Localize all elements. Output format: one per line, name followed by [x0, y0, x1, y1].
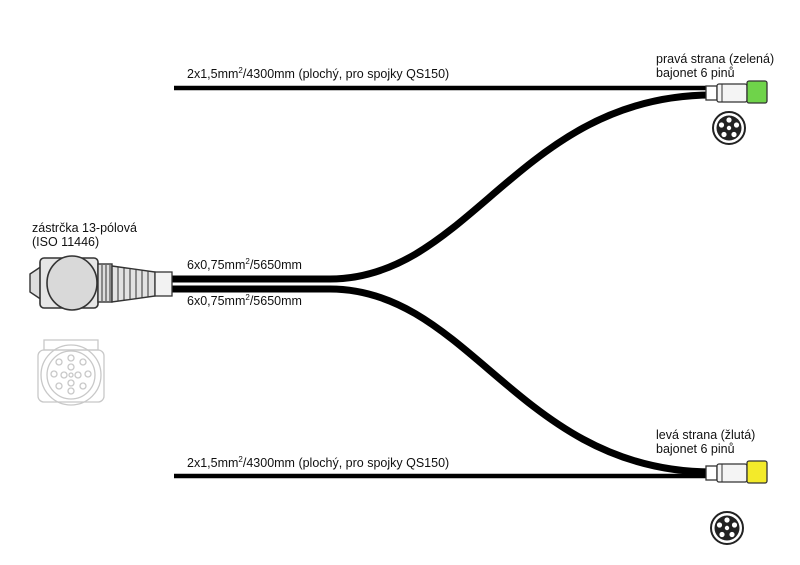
upper-main-cable-label: 6x0,75mm2/5650mm [187, 257, 302, 273]
left-6-pin-face-icon [710, 511, 744, 545]
right-side-title: pravá strana (zelená) bajonet 6 pinů [656, 52, 774, 80]
lower-main-cable-label: 6x0,75mm2/5650mm [187, 293, 302, 309]
left-bayonet-connector-icon [705, 460, 768, 484]
right-6-pin-face-icon [712, 111, 746, 145]
right-side-title-line2: bajonet 6 pinů [656, 66, 735, 80]
bottom-flat-cable-label: 2x1,5mm2/4300mm (plochý, pro spojky QS15… [187, 455, 450, 471]
right-side-title-line1: pravá strana (zelená) [656, 52, 775, 66]
plug-title: zástrčka 13-pólová (ISO 11446) [32, 221, 137, 249]
lower-main-cable [172, 285, 713, 476]
socket-13-pin-face-icon [37, 339, 105, 406]
upper-main-cable [172, 91, 713, 283]
right-bayonet-connector-icon [705, 80, 768, 104]
plug-title-line2: (ISO 11446) [32, 235, 100, 249]
left-side-title-line1: levá strana (žlutá) [656, 428, 756, 442]
top-flat-cable-label: 2x1,5mm2/4300mm (plochý, pro spojky QS15… [187, 66, 450, 82]
left-side-title-line2: bajonet 6 pinů [656, 442, 735, 456]
cable-harness [172, 85, 713, 479]
plug-title-line1: zástrčka 13-pólová [32, 221, 137, 235]
plug-13-pin-icon [29, 255, 173, 311]
left-side-title: levá strana (žlutá) bajonet 6 pinů [656, 428, 755, 456]
